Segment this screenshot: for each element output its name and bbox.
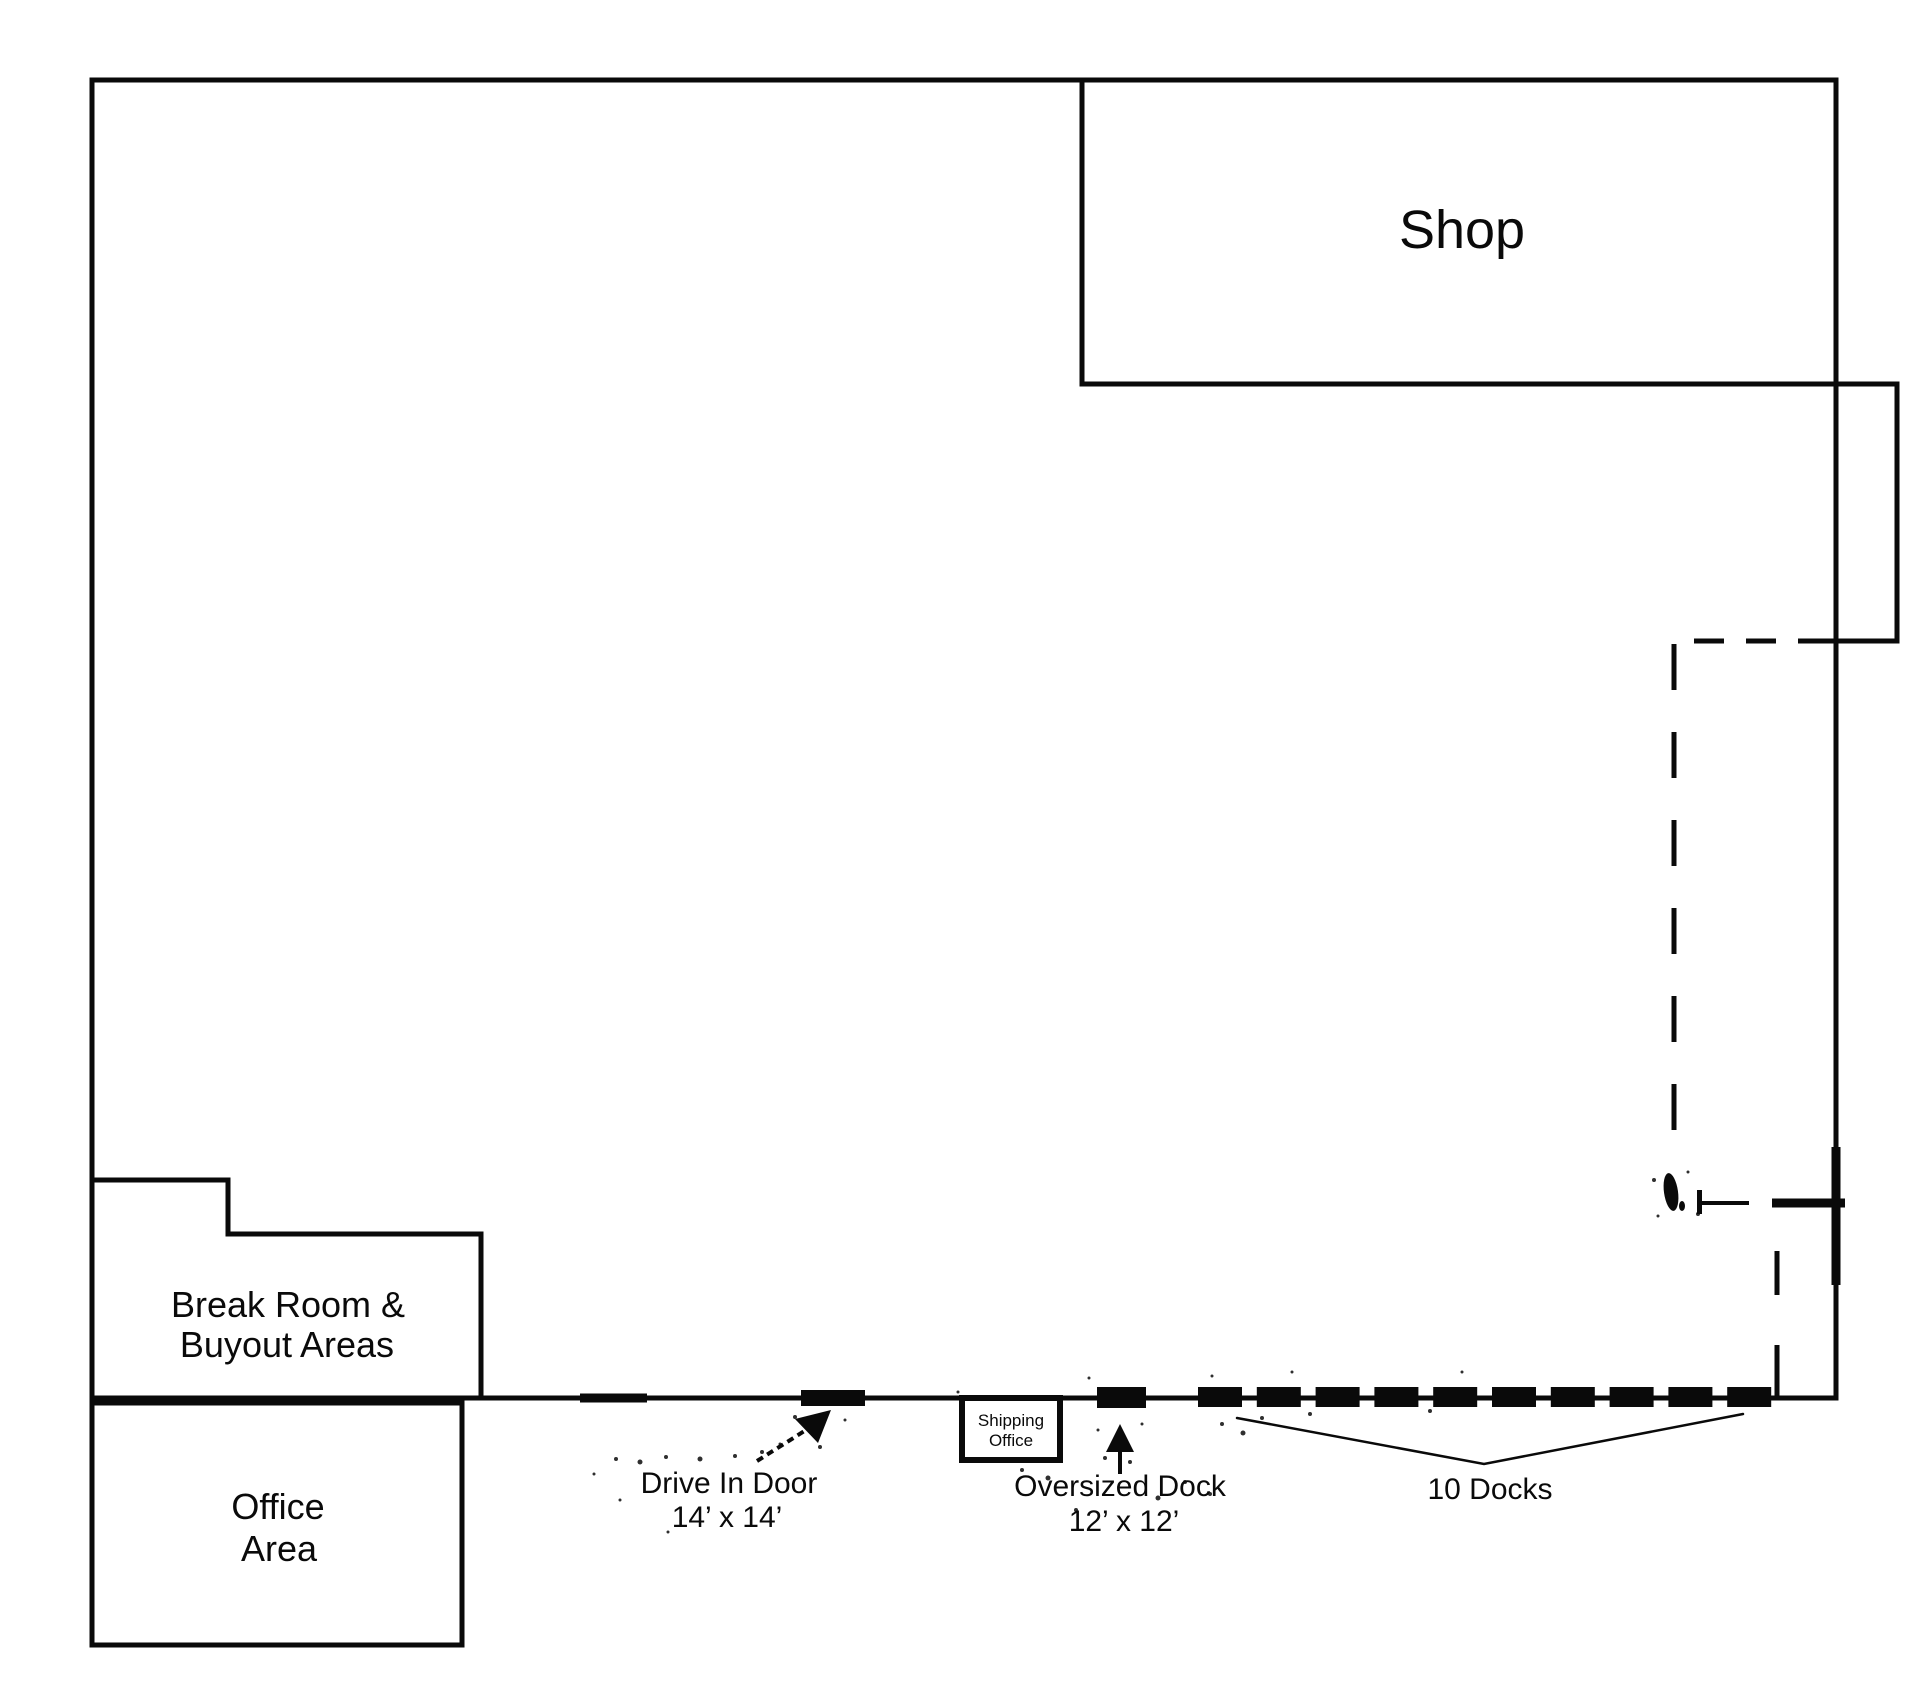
drive-in-door-label: Drive In Door (641, 1467, 818, 1500)
scan-noise-specks (592, 1170, 1700, 1534)
break-room-label-line2: Buyout Areas (180, 1324, 394, 1365)
shipping-office-label-line1: Shipping (978, 1411, 1044, 1430)
oversized-dock-rect (1097, 1387, 1146, 1408)
dock-door-row (1198, 1387, 1772, 1407)
drive-in-door-size: 14’ x 14’ (672, 1501, 783, 1534)
dock-door (1433, 1387, 1478, 1407)
doors-and-docks (580, 1387, 1772, 1408)
drive-in-door-rect (801, 1390, 865, 1406)
oversized-dock-label: Oversized Dock (1014, 1470, 1227, 1503)
drive-in-arrowhead (795, 1410, 831, 1443)
outer-walls (89, 77, 1839, 1648)
dock-door (1609, 1387, 1654, 1407)
shipping-office-label-line2: Office (989, 1431, 1033, 1450)
dock-door (1550, 1387, 1595, 1407)
dock-door (1374, 1387, 1419, 1407)
shipping-office-box (959, 1395, 1063, 1463)
oversized-dock-size: 12’ x 12’ (1069, 1505, 1180, 1538)
tick-mark (1697, 1190, 1702, 1214)
oversized-dock-arrowhead (1106, 1424, 1134, 1452)
dock-door (1256, 1387, 1301, 1407)
break-room-label-line1: Break Room & (171, 1284, 405, 1325)
break-room (89, 1177, 484, 1401)
ink-blob (1663, 1173, 1679, 1211)
shop-walls (1079, 77, 1900, 387)
docks-leader-line (1235, 1412, 1745, 1466)
drive-in-arrow-stem (755, 1428, 808, 1463)
break-room-walls (89, 1177, 484, 1401)
ink-blob-small (1679, 1201, 1685, 1211)
dock-door (1727, 1387, 1772, 1407)
shop-label: Shop (1399, 200, 1525, 260)
docks-count-label: 10 Docks (1427, 1473, 1552, 1506)
shipping-office: Shipping Office (959, 1395, 1063, 1463)
annotation-pointers (755, 1410, 1745, 1474)
office-area-label-line2: Area (241, 1528, 318, 1569)
dashed-area (1663, 638, 1900, 1398)
bump-out-walls (1833, 381, 1900, 644)
office-area-label-line1: Office (231, 1486, 324, 1527)
dock-door (1315, 1387, 1360, 1407)
dock-door (1198, 1387, 1242, 1407)
dock-door (1492, 1387, 1536, 1407)
dock-door (1668, 1387, 1713, 1407)
shop-room (1079, 77, 1900, 644)
